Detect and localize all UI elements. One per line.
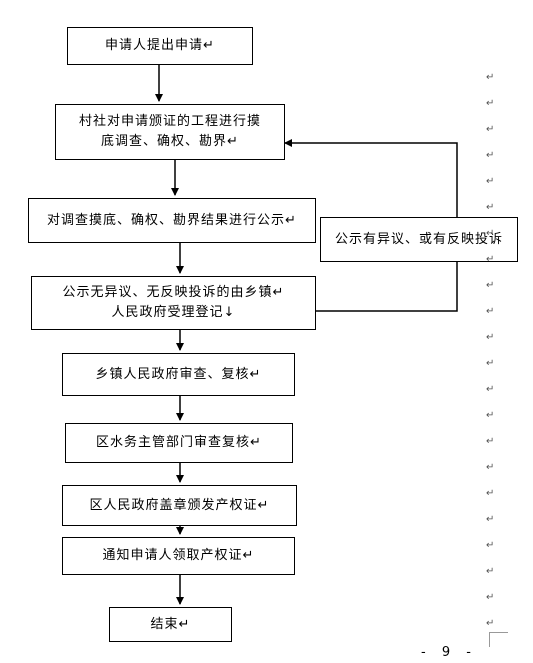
step-district-issue-certificate: 区人民政府盖章颁发产权证↵ bbox=[62, 485, 297, 526]
step-label: 结束↵ bbox=[150, 616, 191, 632]
paragraph-mark: ↵ bbox=[486, 358, 495, 369]
paragraph-mark: ↵ bbox=[486, 488, 495, 499]
paragraph-mark: ↵ bbox=[486, 124, 495, 135]
step-label: 公示无异议、无反映投诉的由乡镇↵ bbox=[62, 285, 285, 300]
paragraph-mark: ↵ bbox=[486, 592, 495, 603]
step-label: 村社对申请颁证的工程进行摸 bbox=[78, 114, 261, 129]
paragraph-mark: ↵ bbox=[486, 332, 495, 343]
step-public-notice: 对调查摸底、确权、勘界结果进行公示↵ bbox=[28, 198, 316, 243]
paragraph-mark: ↵ bbox=[486, 306, 495, 317]
step-label: 乡镇人民政府审查、复核↵ bbox=[95, 366, 262, 382]
paragraph-mark: ↵ bbox=[486, 540, 495, 551]
side-box-objection: 公示有异议、或有反映投诉 bbox=[320, 217, 518, 262]
side-box-label: 公示有异议、或有反映投诉 bbox=[334, 231, 503, 247]
paragraph-mark: ↵ bbox=[486, 202, 495, 213]
paragraph-mark: ↵ bbox=[486, 410, 495, 421]
paragraph-mark: ↵ bbox=[486, 436, 495, 447]
paragraph-mark: ↵ bbox=[486, 176, 495, 187]
feedback-arrow-to-step2 bbox=[284, 139, 458, 217]
paragraph-mark: ↵ bbox=[486, 514, 495, 525]
step-label: 底调查、确权、勘界↵ bbox=[101, 134, 239, 149]
paragraph-mark: ↵ bbox=[486, 618, 495, 629]
paragraph-mark: ↵ bbox=[486, 254, 495, 265]
step-label: 申请人提出申请↵ bbox=[105, 38, 215, 53]
paragraph-mark: ↵ bbox=[486, 98, 495, 109]
paragraph-mark: ↵ bbox=[486, 462, 495, 473]
page-number: - 9 - bbox=[421, 645, 477, 660]
step-label: 通知申请人领取产权证↵ bbox=[102, 548, 255, 563]
page-corner-mark bbox=[489, 632, 508, 647]
paragraph-mark: ↵ bbox=[486, 280, 495, 291]
paragraph-mark: ↵ bbox=[486, 228, 495, 239]
step-notify-applicant: 通知申请人领取产权证↵ bbox=[62, 537, 295, 575]
paragraph-mark: ↵ bbox=[486, 150, 495, 161]
step-end: 结束↵ bbox=[109, 607, 232, 642]
step-label: 人民政府受理登记↓ bbox=[111, 305, 236, 320]
step-submit-application: 申请人提出申请↵ bbox=[67, 27, 253, 65]
paragraph-mark: ↵ bbox=[486, 72, 495, 83]
paragraph-mark: ↵ bbox=[486, 384, 495, 395]
step-label: 区人民政府盖章颁发产权证↵ bbox=[89, 497, 270, 513]
step-township-review: 乡镇人民政府审查、复核↵ bbox=[62, 353, 295, 396]
feedback-line-to-side-box bbox=[316, 262, 458, 312]
step-water-department-review: 区水务主管部门审查复核↵ bbox=[65, 423, 293, 463]
step-label: 对调查摸底、确权、勘界结果进行公示↵ bbox=[47, 212, 297, 228]
step-township-registration: 公示无异议、无反映投诉的由乡镇↵ 人民政府受理登记↓ bbox=[31, 276, 316, 330]
step-village-survey: 村社对申请颁证的工程进行摸 底调查、确权、勘界↵ bbox=[55, 104, 285, 160]
paragraph-mark: ↵ bbox=[486, 566, 495, 577]
step-label: 区水务主管部门审查复核↵ bbox=[96, 435, 262, 450]
